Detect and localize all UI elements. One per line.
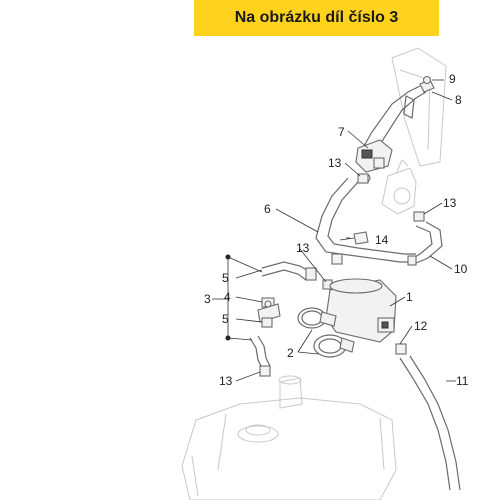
callout-1: 1	[406, 290, 413, 304]
callout-5-upper: 5	[222, 271, 229, 285]
callout-13-right: 13	[443, 196, 457, 210]
callout-9: 9	[449, 72, 456, 86]
drain-hose	[399, 355, 461, 491]
callout-4: 4	[224, 290, 231, 304]
part-banner: Na obrázku díl číslo 3	[194, 0, 439, 36]
callout-13-center: 13	[296, 241, 310, 255]
callout-8: 8	[455, 93, 462, 107]
callout-10: 10	[454, 262, 468, 276]
callout-12: 12	[414, 319, 428, 333]
frame-outline	[391, 47, 447, 167]
leader-lines	[212, 79, 456, 382]
callout-3: 3	[204, 292, 211, 306]
callout-7: 7	[338, 125, 345, 139]
callout-2: 2	[287, 346, 294, 360]
callout-5-lower: 5	[222, 312, 229, 326]
carbon-canister	[325, 278, 397, 343]
assembly-bracket	[225, 254, 263, 341]
vent-pipe-upper	[355, 75, 435, 167]
callout-6: 6	[264, 202, 271, 216]
fuel-tank	[181, 375, 397, 500]
callout-13-upper: 13	[328, 156, 342, 170]
canister-clamps	[297, 307, 355, 358]
hose-6	[315, 173, 416, 265]
callout-labels: 9 8 7 13 13 6 14 13 10 1 12 2 5 4 3 5 13…	[204, 72, 469, 388]
banner-text: Na obrázku díl číslo 3	[234, 9, 399, 26]
callout-11: 11	[456, 374, 469, 388]
hose-10	[407, 211, 443, 266]
callout-14: 14	[375, 233, 389, 247]
callout-13-lower: 13	[219, 374, 233, 388]
clamp-12	[395, 343, 407, 355]
fuel-filter-assembly	[249, 261, 317, 377]
engine-component	[381, 159, 417, 215]
clip-14	[346, 231, 369, 245]
